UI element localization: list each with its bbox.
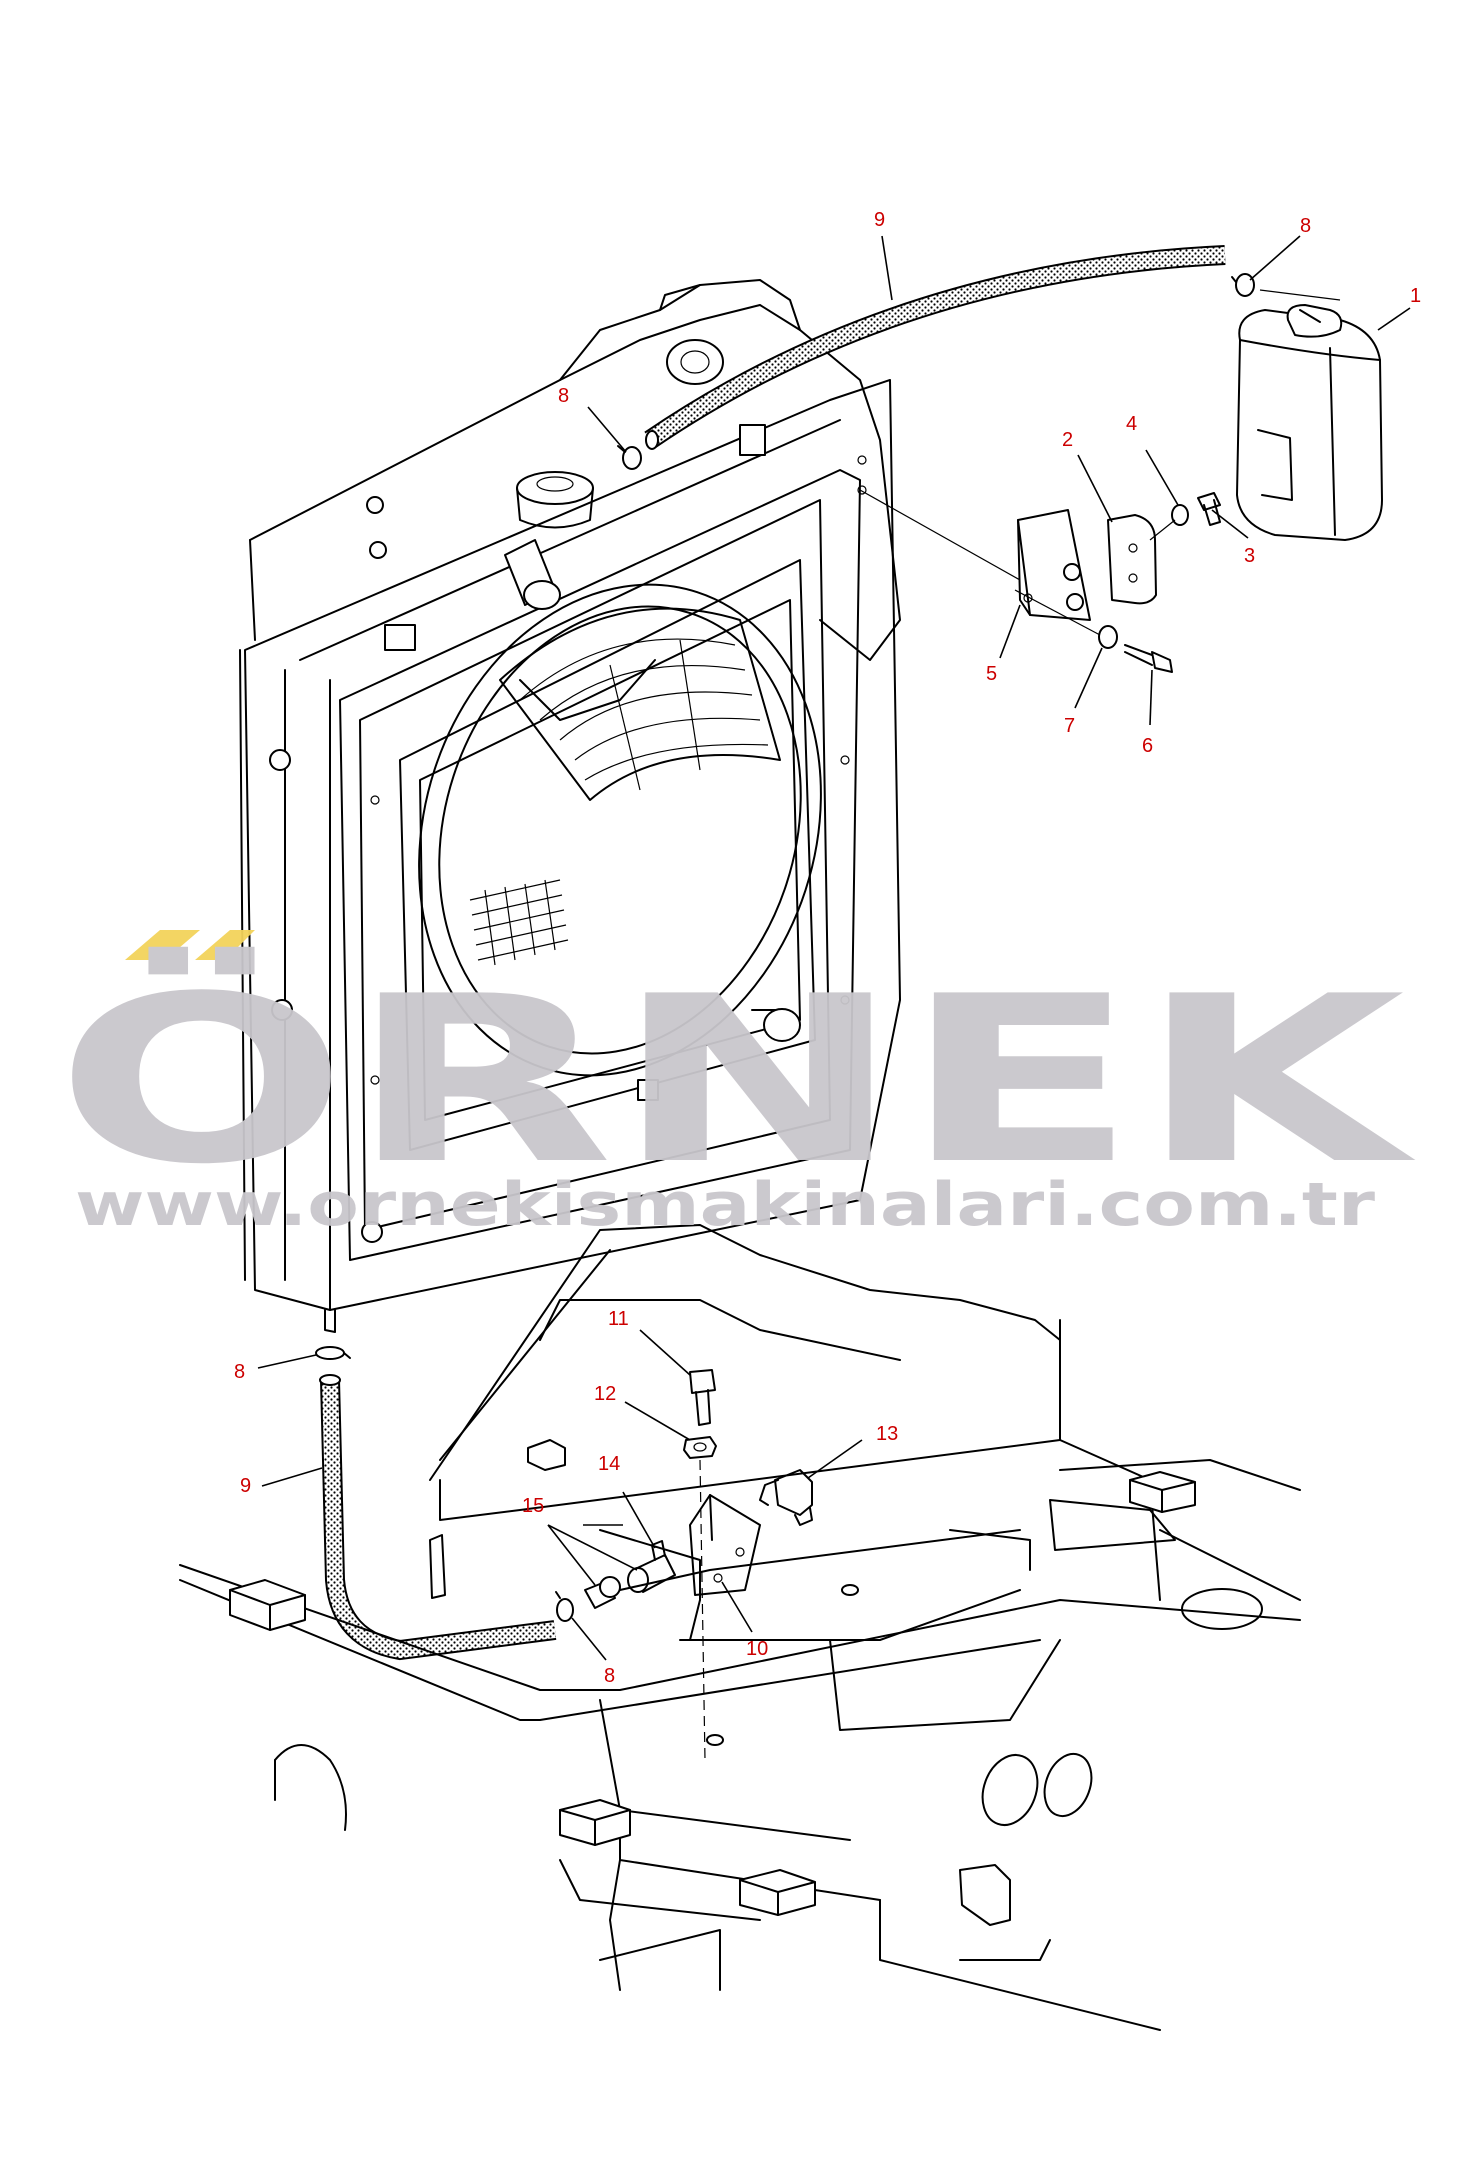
upper-overflow-hose [644,245,1226,450]
callout-11: 11 [608,1308,629,1330]
washer-4 [1171,504,1189,526]
callout-8-left: 8 [234,1361,245,1383]
watermark-brand: ÖRNEK [55,946,1417,1215]
lower-drain-hose [319,1374,557,1661]
callout-3: 3 [1244,545,1255,567]
hose-clamp-upper-left [617,445,642,470]
callout-8-mid: 8 [558,385,569,407]
callout-1: 1 [1410,285,1421,307]
callout-5: 5 [986,663,997,685]
tank-mounting-plate [1107,514,1157,605]
callout-8-bottom: 8 [604,1665,615,1687]
callout-13: 13 [876,1423,898,1445]
watermark: ÖRNEK www.ornekismakinalari.com.tr [55,930,1417,1240]
hose-clamp-lower-top [315,1346,351,1360]
radiator-assembly [239,279,901,1333]
callout-4: 4 [1126,413,1137,435]
callout-labels: 1 2 3 4 5 6 7 8 8 8 8 9 9 10 11 12 13 14… [234,209,1421,1687]
callout-7: 7 [1064,715,1075,737]
callout-9-top: 9 [874,209,885,231]
callout-9-bottom: 9 [240,1475,251,1497]
watermark-accent-shape [125,930,200,960]
drain-valve-parts [584,1369,813,1761]
hose-clamp-upper-right [1231,273,1255,297]
callout-12: 12 [594,1383,616,1405]
callout-8-top: 8 [1300,215,1311,237]
watermark-accent-shape [195,930,255,960]
bolt-6 [1124,644,1173,673]
callout-2: 2 [1062,429,1073,451]
hose-clamp-lower-bottom [555,1591,574,1622]
callout-14: 14 [598,1453,620,1475]
washer-7 [1098,625,1118,649]
callout-15: 15 [522,1495,544,1517]
watermark-url: www.ornekismakinalari.com.tr [75,1170,1376,1240]
machine-frame [179,1224,1301,2031]
mounting-bracket [1017,509,1091,621]
bolt-3 [1197,492,1221,526]
callout-6: 6 [1142,735,1153,757]
leader-lines [257,235,1411,1661]
coolant-reservoir-tank [1236,304,1383,541]
callout-10: 10 [746,1638,768,1660]
